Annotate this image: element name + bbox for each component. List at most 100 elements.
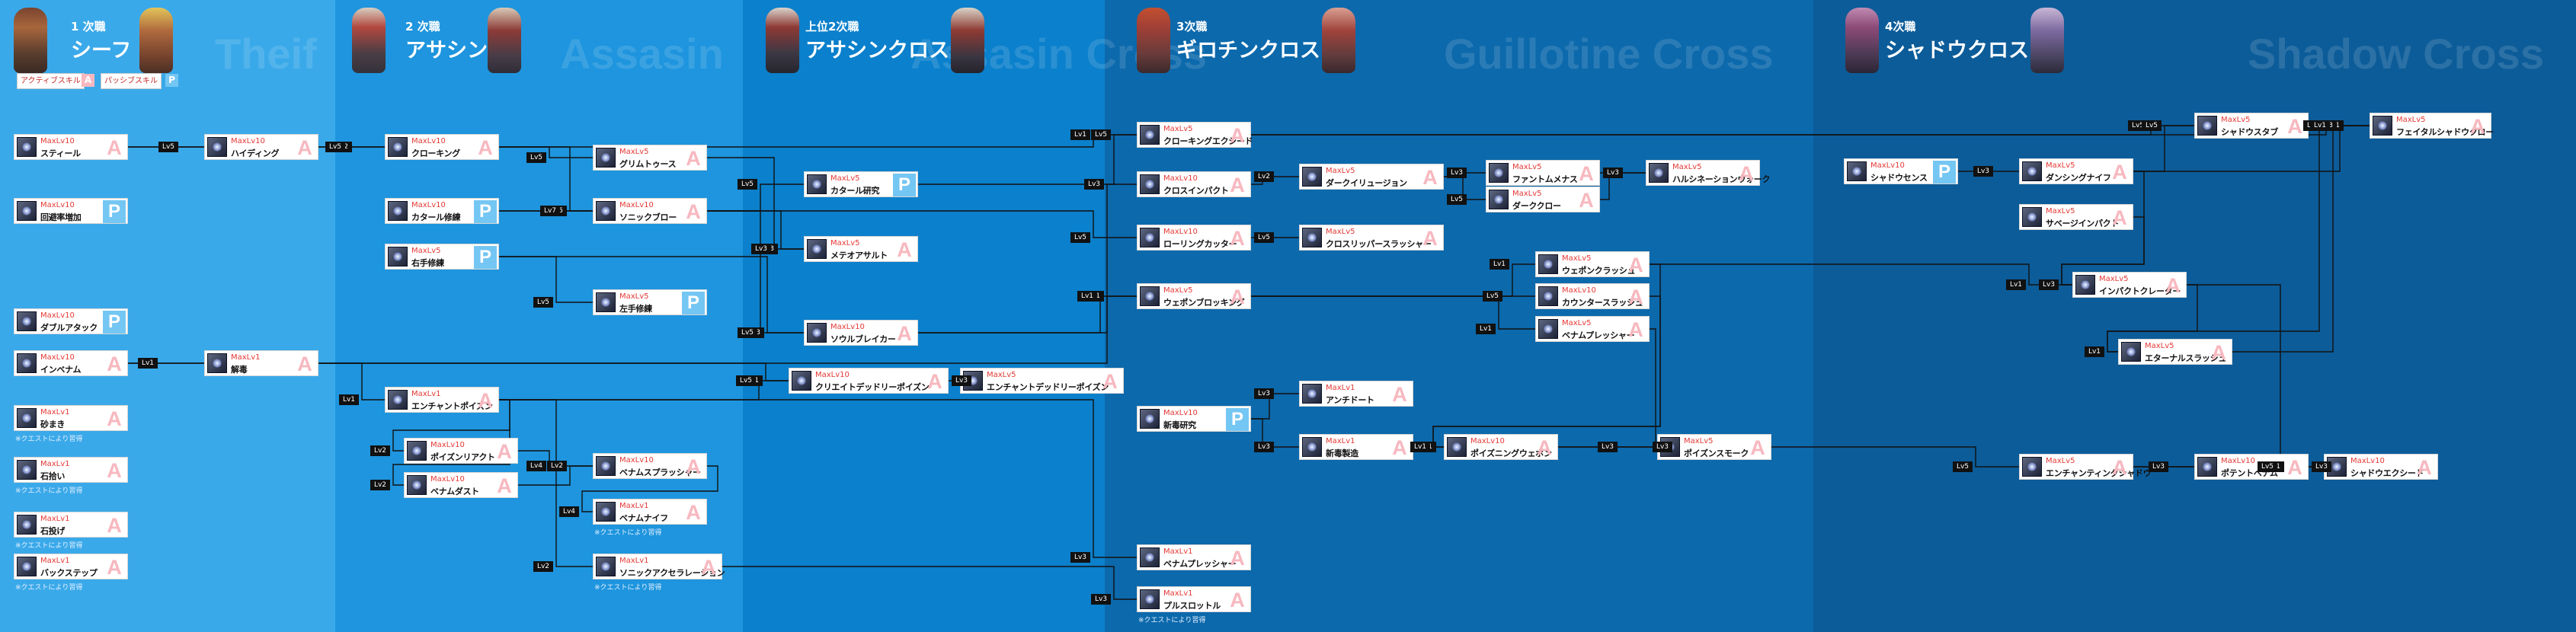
watermark-thief: Theif — [215, 30, 317, 78]
prerequisite-level-tag: Lv5 — [2142, 120, 2162, 131]
skill-name: スティール — [40, 148, 81, 158]
skill-max-level: MaxLv1 — [1163, 547, 1193, 556]
skill-name: 左手修練 — [619, 304, 652, 314]
active-skill-tag: A — [1230, 589, 1245, 611]
skill-max-level: MaxLv10 — [2221, 457, 2255, 465]
active-skill-tag: A — [701, 556, 716, 579]
skill-icon — [1302, 228, 1322, 247]
skill-name: シャドウスタブ — [2221, 127, 2278, 137]
job-name: アサシン — [405, 39, 488, 62]
skill-icon — [388, 390, 408, 410]
job-name: シャドウクロス — [1885, 39, 2029, 62]
active-skill-tag: A — [107, 556, 122, 579]
skill-icon — [807, 174, 827, 194]
skill-name: 新毒製造 — [1326, 448, 1358, 458]
passive-skill-tag: P — [682, 292, 705, 314]
active-skill-tag: A — [1579, 162, 1594, 185]
active-skill-tag: A — [1230, 174, 1245, 196]
passive-skill-legend: パッシブスキル — [101, 73, 162, 89]
skill-name: ローリングカッター — [1163, 239, 1237, 249]
passive-skill-tag: P — [893, 174, 916, 196]
skill-max-level: MaxLv1 — [40, 408, 70, 417]
prerequisite-line — [1251, 418, 1299, 448]
prerequisite-level-tag: Lv2 — [370, 480, 390, 490]
skill-name: カタール修練 — [411, 212, 461, 222]
active-skill-tag: A — [107, 353, 122, 375]
prerequisite-level-tag: Lv3 — [952, 375, 971, 386]
active-skill-tag: A — [1628, 286, 1643, 308]
active-skill-tag: A — [686, 455, 701, 478]
skill-name: 石投げ — [40, 526, 66, 536]
skill-name: クローキングエクシード — [1163, 136, 1253, 146]
prerequisite-level-tag: Lv1 — [1490, 259, 1509, 270]
skill-max-level: MaxLv5 — [2099, 275, 2129, 283]
active-skill-legend: アクティブスキル — [17, 73, 85, 89]
prerequisite-line — [1558, 446, 2019, 468]
skill-max-level: MaxLv10 — [1562, 286, 1596, 295]
skill-icon — [1489, 163, 1509, 183]
prerequisite-level-tag: Lv1 — [2310, 120, 2330, 131]
prerequisite-line — [2232, 125, 2370, 353]
skill-icon — [596, 148, 616, 168]
skill-icon — [2121, 342, 2141, 362]
skill-max-level: MaxLv10 — [411, 137, 446, 145]
skill-max-level: MaxLv1 — [40, 460, 70, 468]
